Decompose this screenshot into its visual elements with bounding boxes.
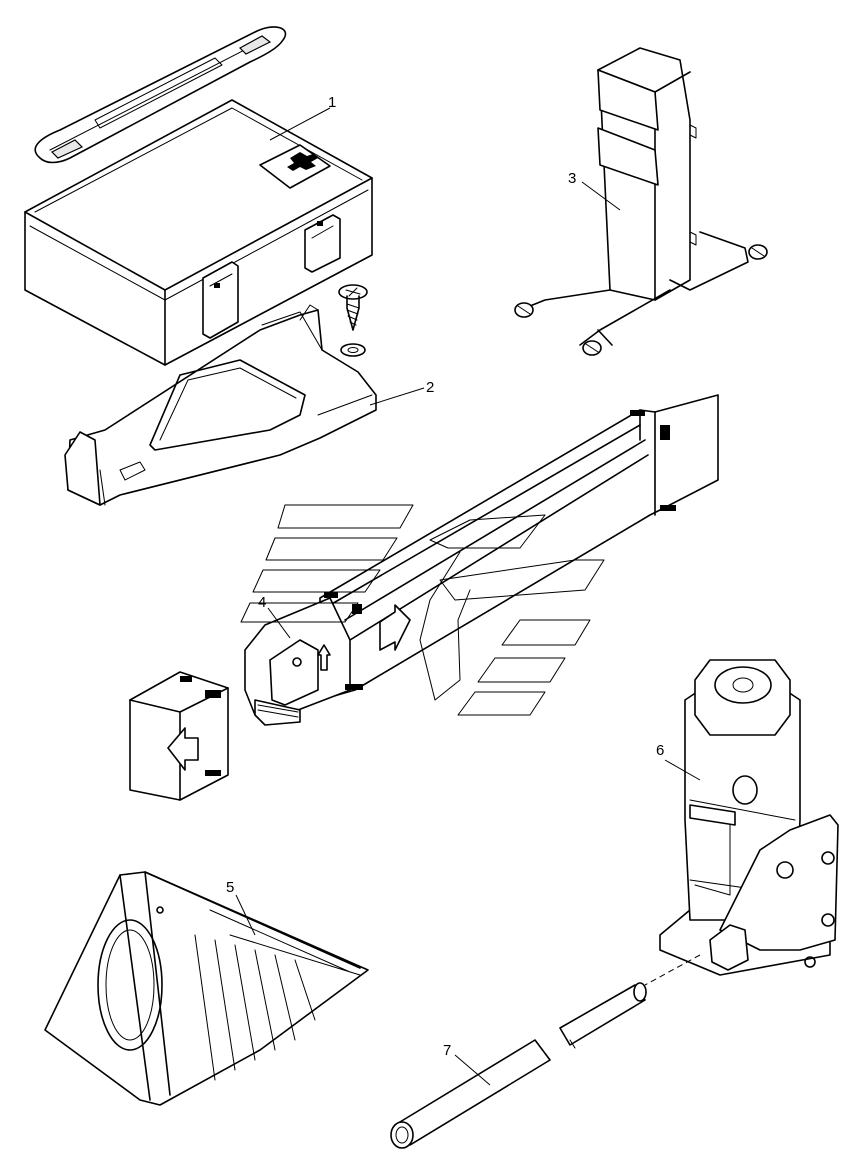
wheel-chock-icon: [44, 871, 369, 1106]
callouts: 1 2 3 4 5 6 7: [226, 94, 701, 1086]
callout-1: 1: [328, 94, 336, 111]
screw-icon: [338, 284, 368, 357]
first-aid-kit-icon: [24, 99, 373, 366]
kit-bracket-icon: [64, 304, 377, 506]
warning-lamp-holder-icon: [514, 47, 768, 356]
callout-5: 5: [226, 879, 234, 896]
callout-6: 6: [656, 742, 664, 759]
callout-4: 4: [258, 594, 266, 611]
callout-3: 3: [568, 170, 576, 187]
jack-handle-icon: [390, 982, 647, 1149]
warning-light-icon: [129, 671, 229, 801]
strap-icon: [34, 26, 287, 164]
callout-7: 7: [443, 1042, 451, 1059]
bottle-jack-icon: [644, 659, 839, 986]
callout-2: 2: [426, 379, 434, 396]
reflector-stripes-icon: [240, 504, 605, 716]
